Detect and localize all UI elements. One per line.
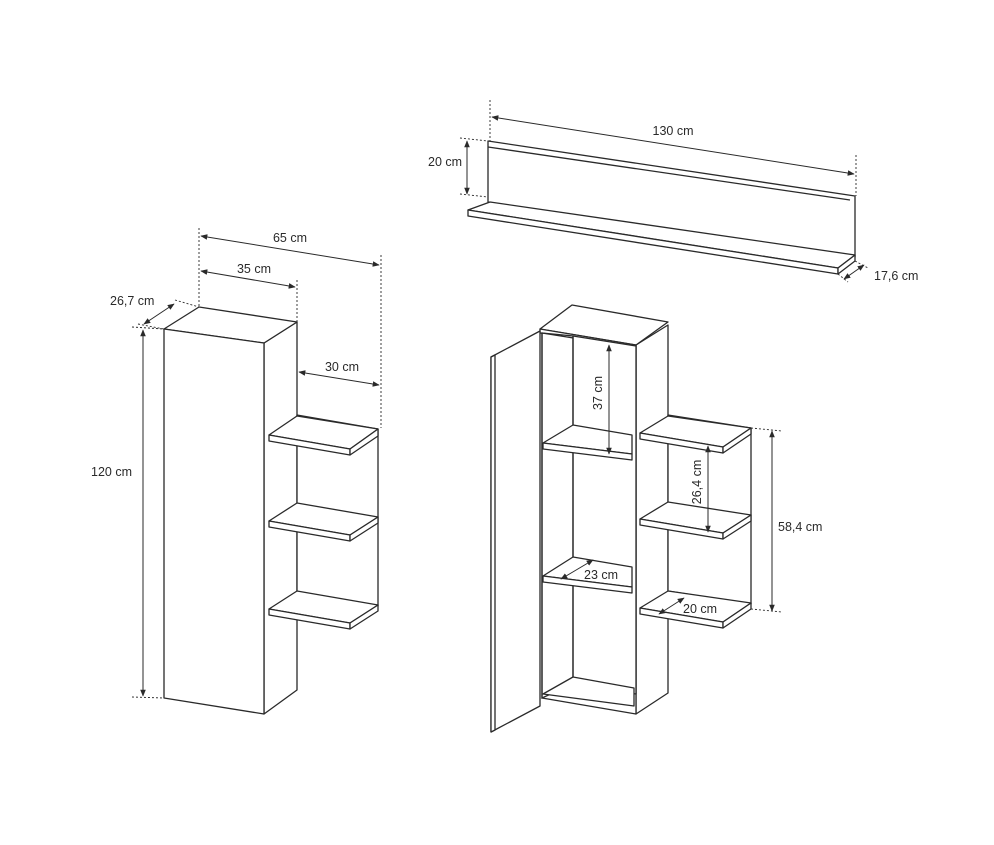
wall-shelf [467,140,856,275]
label-cabinet-total-width: 65 cm [273,231,307,245]
label-wall-shelf-height: 20 cm [428,155,462,169]
label-top-compartment-height: 37 cm [591,376,605,410]
dim-wall-shelf-width: 130 cm [489,100,857,196]
dim-cabinet-height: 120 cm [91,326,165,699]
dim-cabinet-depth: 26,7 cm [110,294,200,330]
label-cabinet-body-width: 35 cm [237,262,271,276]
dim-wall-shelf-height: 20 cm [428,137,489,198]
dim-side-shelf-depth: 20 cm [658,597,717,616]
open-cabinet [490,304,752,733]
label-side-shelf-width: 30 cm [325,360,359,374]
label-side-shelf-spacing: 26,4 cm [690,460,704,504]
dim-side-unit-height: 58,4 cm [750,427,822,613]
dim-side-shelf-width: 30 cm [296,360,380,415]
closed-cabinet [163,306,379,715]
label-cabinet-height: 120 cm [91,465,132,479]
label-cabinet-depth: 26,7 cm [110,294,154,308]
dim-top-compartment-height: 37 cm [591,344,612,455]
label-side-shelf-depth: 20 cm [683,602,717,616]
label-wall-shelf-width: 130 cm [653,124,694,138]
label-wall-shelf-depth: 17,6 cm [874,269,918,283]
label-side-unit-height: 58,4 cm [778,520,822,534]
dim-side-shelf-spacing: 26,4 cm [690,445,711,533]
dim-cabinet-body-width: 35 cm [200,262,298,322]
dim-cabinet-total-width: 65 cm [198,228,382,428]
label-inner-shelf-depth: 23 cm [584,568,618,582]
dim-wall-shelf-depth: 17,6 cm [837,260,918,283]
dim-inner-shelf-depth: 23 cm [560,559,618,582]
